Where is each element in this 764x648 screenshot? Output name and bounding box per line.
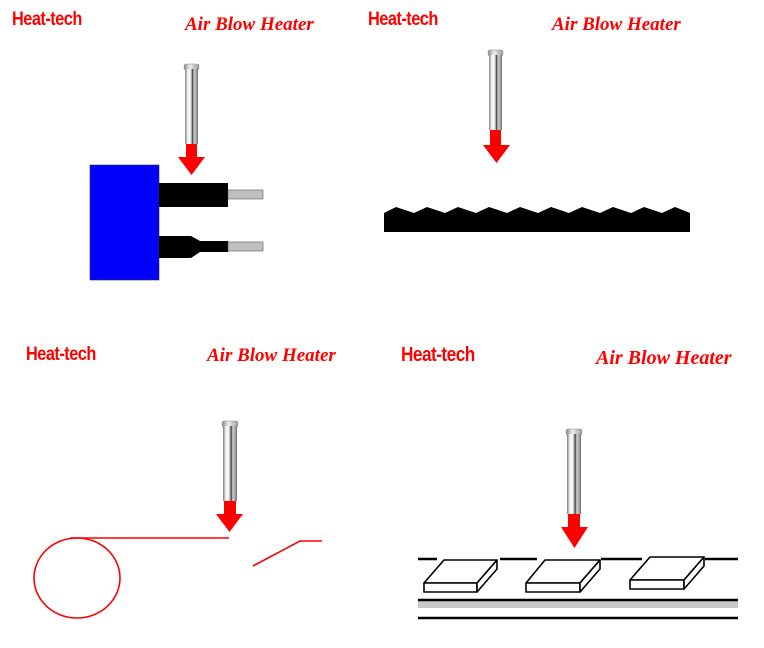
brand-label-bottom-left: Heat-tech bbox=[26, 344, 96, 365]
panel-serrated-strip bbox=[384, 49, 690, 232]
serrated-strip bbox=[384, 207, 690, 232]
product-label-top-left: Air Blow Heater bbox=[185, 14, 314, 35]
brand-label-top-right: Heat-tech bbox=[368, 9, 438, 30]
panel-film-roll bbox=[33, 420, 322, 619]
arrow-down-icon bbox=[178, 144, 205, 175]
conveyor-belt-band bbox=[418, 601, 738, 608]
film-roll bbox=[33, 537, 121, 619]
film-web-cut-end bbox=[252, 540, 322, 567]
arrow-down-icon bbox=[216, 501, 243, 532]
wire-insulation-upper bbox=[159, 183, 228, 207]
arrow-down-icon bbox=[561, 514, 588, 548]
product-label-top-right: Air Blow Heater bbox=[552, 14, 681, 35]
arrow-down-icon bbox=[483, 130, 510, 163]
wire-pin-lower bbox=[227, 241, 264, 252]
product-label-bottom-right: Air Blow Heater bbox=[596, 347, 732, 369]
air-heater-icon bbox=[221, 420, 239, 501]
air-heater-icon bbox=[183, 63, 200, 144]
wire-pin-upper bbox=[227, 189, 264, 200]
wire-insulation-lower bbox=[159, 236, 228, 258]
panel-conveyor bbox=[418, 428, 738, 620]
air-heater-icon bbox=[565, 428, 583, 514]
product-label-bottom-left: Air Blow Heater bbox=[207, 345, 336, 366]
brand-label-top-left: Heat-tech bbox=[12, 9, 82, 30]
connector-block bbox=[89, 164, 160, 281]
panel-wire-stripping bbox=[89, 63, 264, 281]
conveyor-plate bbox=[423, 559, 498, 593]
brand-label-bottom-right: Heat-tech bbox=[401, 344, 475, 366]
air-heater-icon bbox=[487, 49, 504, 130]
conveyor-plate bbox=[525, 559, 601, 593]
conveyor-plate bbox=[629, 556, 705, 590]
